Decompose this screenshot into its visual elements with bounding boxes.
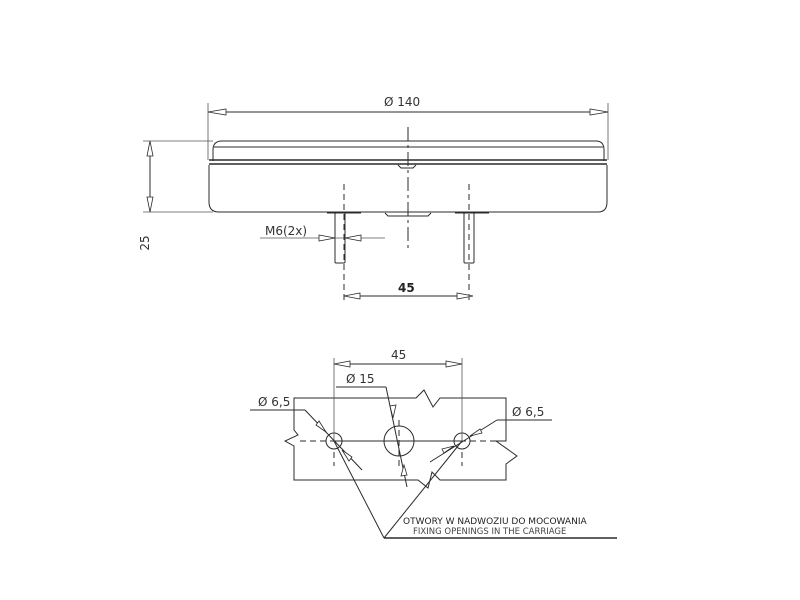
thread-size-label: M6(2x)	[265, 224, 307, 238]
note-line-polish: OTWORY W NADWOZIU DO MOCOWANIA	[403, 517, 587, 527]
note-line-english: FIXING OPENINGS IN THE CARRIAGE	[413, 527, 566, 537]
left-hole-diameter-label: Ø 6,5	[258, 395, 290, 409]
mounting-hole-view: 45 Ø 15 Ø 6,5 Ø 6,5 OTWORY W NADWOZIU DO…	[250, 348, 617, 539]
diameter-dimension-label: Ø 140	[384, 95, 420, 109]
center-hole-diameter-label: Ø 15	[346, 372, 375, 386]
side-view: Ø 140 25 M6(2x)	[138, 95, 609, 300]
hole-spacing-label: 45	[391, 348, 406, 362]
height-dimension-label: 25	[138, 235, 152, 250]
stud-spacing-label: 45	[398, 281, 415, 295]
right-hole-diameter-label: Ø 6,5	[512, 405, 544, 419]
